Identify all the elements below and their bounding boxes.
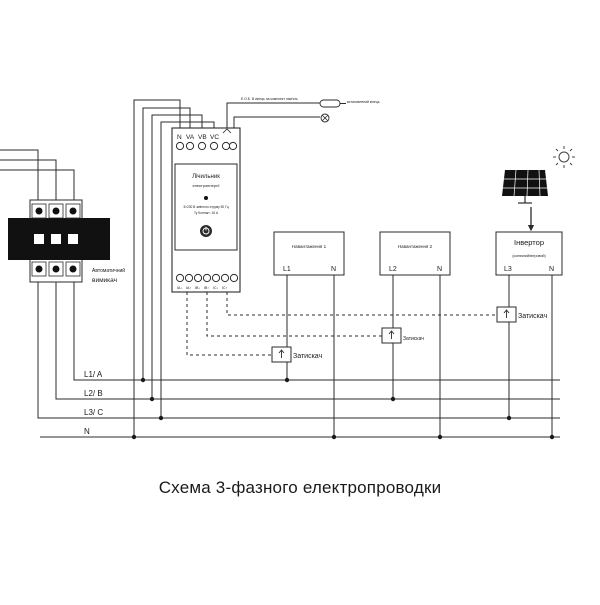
meter-spec-2: Ту Контакт: 16 А bbox=[194, 211, 219, 215]
bus-label-l3: L3/ C bbox=[84, 408, 103, 417]
meter-terminal-ia-in: IA↓ bbox=[177, 286, 182, 290]
clamp-1 bbox=[271, 346, 292, 363]
meter-terminal-ib-in: IB↓ bbox=[195, 286, 200, 290]
incoming-l2 bbox=[0, 159, 57, 202]
meter-feed-n bbox=[133, 99, 181, 437]
meter-spec-1: 3×230 В змінного струму 50 Гц bbox=[183, 205, 228, 209]
inverter bbox=[495, 231, 563, 276]
solar-panel-icon bbox=[502, 169, 548, 204]
bus-label-l1: L1/ A bbox=[84, 370, 103, 379]
bus-label-n: N bbox=[84, 427, 90, 436]
bus-label-l2: L2/ B bbox=[84, 389, 103, 398]
meter-terminal-vb: VB bbox=[198, 134, 207, 141]
indicator-lamp-icon bbox=[320, 113, 330, 123]
incoming-l1 bbox=[0, 169, 75, 202]
junction-dots bbox=[131, 377, 555, 440]
inverter-phase-label: L3 bbox=[504, 266, 512, 273]
inverter-subtitle: (сонячний/вітровий) bbox=[512, 254, 545, 258]
inverter-neutral-label: N bbox=[549, 266, 554, 273]
sun-icon bbox=[553, 146, 575, 168]
diagram-caption: Схема 3-фазного електропроводки bbox=[158, 478, 442, 497]
meter-terminal-n: N bbox=[177, 134, 182, 141]
clamp-2 bbox=[381, 327, 402, 344]
meter-subtitle: електроенергії bbox=[192, 183, 220, 188]
clamp-3-label: Затискач bbox=[518, 313, 548, 320]
load-2-title: Навантаження 2 bbox=[398, 244, 433, 249]
meter-feed-a bbox=[142, 107, 191, 380]
circuit-breaker bbox=[8, 199, 110, 283]
breaker-label-2: вимикач bbox=[92, 277, 117, 284]
load-1 bbox=[273, 231, 345, 276]
signal-wire-1 bbox=[226, 102, 320, 133]
meter-terminal-ic-in: IC↓ bbox=[213, 286, 219, 290]
ct-wires bbox=[186, 292, 497, 356]
meter-bottom-labels: IA↓ IA↑ IB↓ IB↑ IC↓ IC↑ bbox=[177, 286, 228, 290]
clamp-2-label: Затискач bbox=[403, 336, 424, 342]
clamp-3 bbox=[496, 306, 517, 323]
load-2-neutral-label: N bbox=[437, 266, 442, 273]
energy-meter bbox=[171, 127, 241, 293]
breaker-out-l3 bbox=[37, 280, 40, 419]
meter-feed-b bbox=[151, 114, 203, 399]
clamp-1-label: Затискач bbox=[293, 353, 323, 360]
load-1-neutral-label: N bbox=[331, 266, 336, 273]
load-1-title: Навантаження 1 bbox=[292, 244, 327, 249]
meter-terminal-va: VA bbox=[186, 134, 195, 141]
meter-terminal-ia-out: IA↑ bbox=[186, 286, 191, 290]
breaker-out-l1 bbox=[73, 280, 82, 381]
load-2 bbox=[379, 231, 451, 276]
meter-terminal-vc: VC bbox=[210, 134, 219, 141]
incoming-l3 bbox=[0, 149, 39, 202]
inverter-title: Інвертор bbox=[514, 238, 544, 247]
top-note-1: Е.О.Б. В кінець на комплект пам'ять bbox=[241, 97, 298, 101]
top-note-2: встановлений кінець bbox=[347, 100, 380, 104]
load-1-phase-label: L1 bbox=[283, 266, 291, 273]
meter-title: Лічильник bbox=[192, 174, 220, 180]
breaker-out-l2 bbox=[55, 280, 82, 400]
fuse-icon bbox=[319, 99, 346, 108]
meter-terminal-ib-out: IB↑ bbox=[204, 286, 209, 290]
meter-terminal-ic-out: IC↑ bbox=[222, 286, 228, 290]
signal-wire-2 bbox=[233, 116, 320, 133]
load-2-phase-label: L2 bbox=[389, 266, 397, 273]
breaker-label-1: Автоматичний bbox=[92, 267, 125, 274]
